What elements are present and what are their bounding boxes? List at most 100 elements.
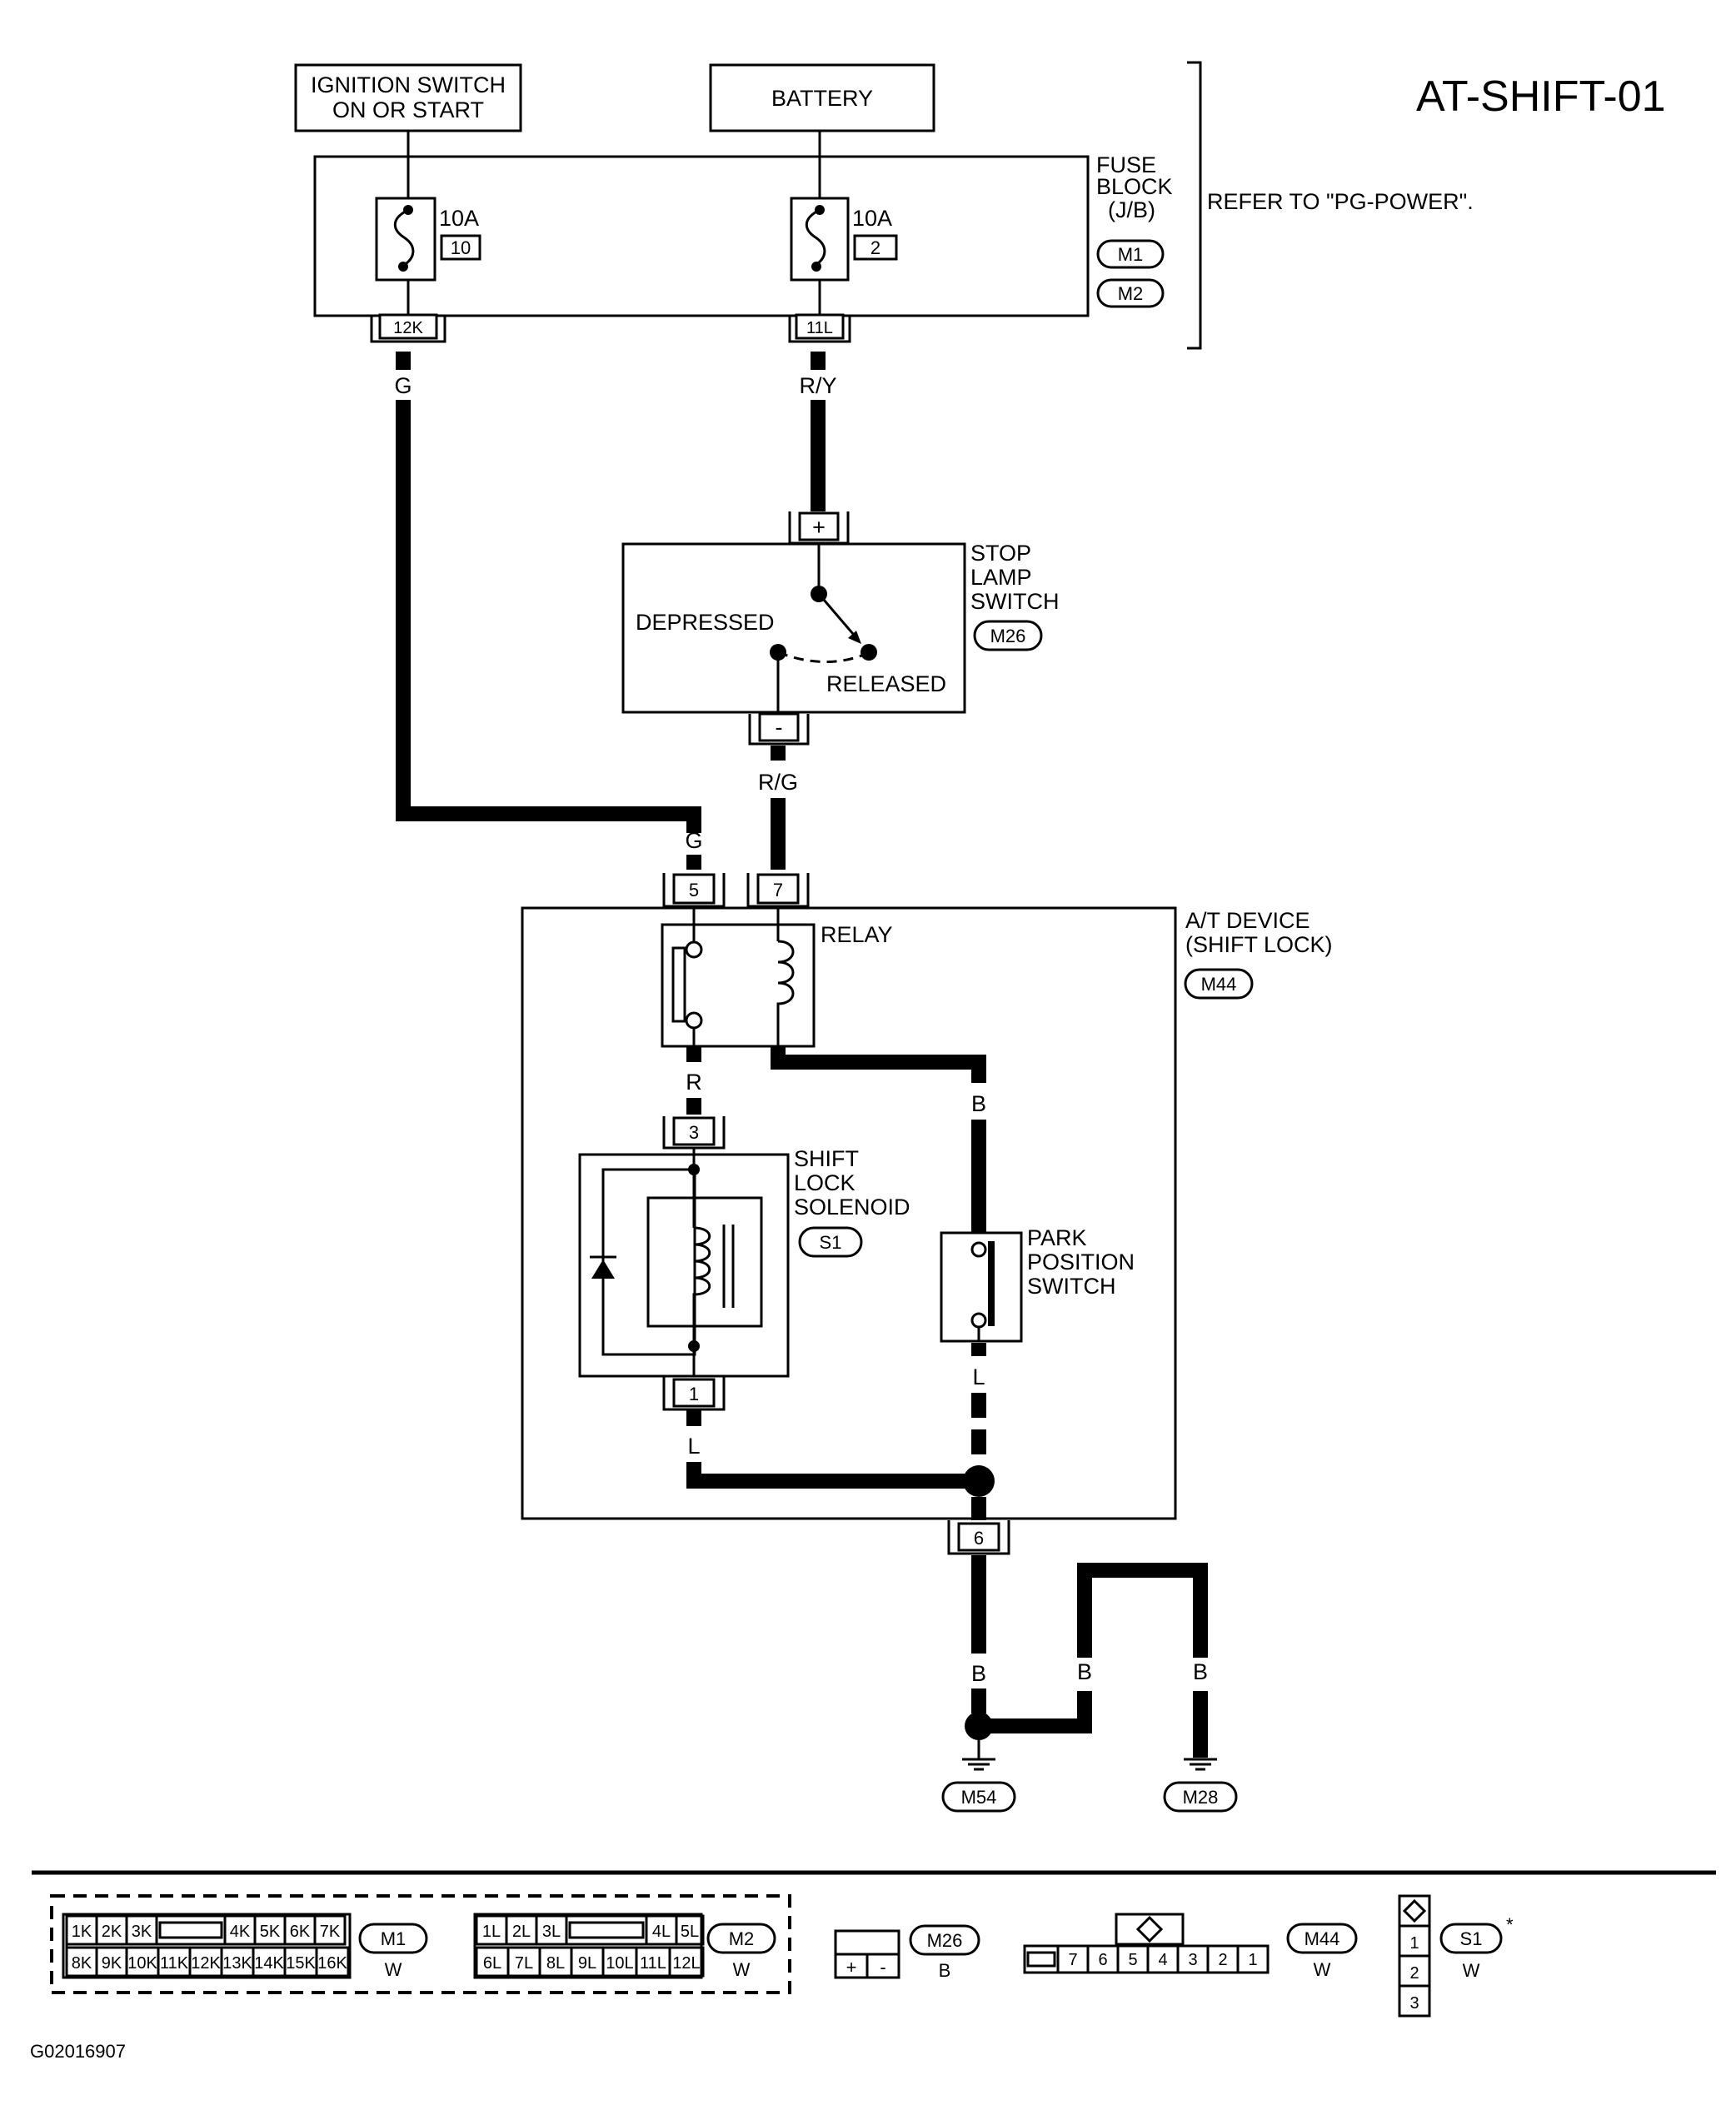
- legend-m2-pin-9L: 9L: [578, 1954, 596, 1973]
- terminal-1: 1: [662, 1376, 726, 1411]
- legend-m1-pin-15K: 15K: [286, 1954, 316, 1973]
- fuse-a-rating: 10A: [439, 206, 479, 231]
- relay: [661, 906, 816, 1048]
- diode-icon: [590, 1255, 616, 1279]
- legend-m1-pin-8K: 8K: [72, 1954, 92, 1973]
- stop-lamp-label-line2: LAMP: [970, 565, 1032, 590]
- depressed-label: DEPRESSED: [636, 610, 775, 635]
- fuse-block-connector-m2: M2: [1118, 283, 1144, 304]
- legend-m2-pin-10L: 10L: [606, 1954, 633, 1973]
- legend-m2-id: M2: [729, 1928, 755, 1949]
- at-device-box: [521, 906, 1177, 1520]
- legend-m44-pin-2: 2: [1218, 1951, 1227, 1969]
- svg-text:3: 3: [689, 1122, 699, 1143]
- svg-text:+: +: [812, 515, 826, 540]
- fuse-b-rating: 10A: [852, 206, 892, 231]
- legend-m1-pin-7K: 7K: [320, 1923, 341, 1941]
- legend-s1-id: S1: [1460, 1928, 1483, 1949]
- legend-m44-pin-7: 7: [1068, 1951, 1077, 1969]
- ignition-switch-box: IGNITION SWITCH ON OR START: [294, 63, 522, 132]
- legend-m1-pin-14K: 14K: [254, 1954, 284, 1973]
- legend-m2-pin-1L: 1L: [482, 1923, 501, 1941]
- wire-label-g2: G: [685, 828, 702, 853]
- fuse-b-number: 2: [870, 237, 880, 258]
- legend-m44-id: M44: [1304, 1928, 1340, 1949]
- legend-m44-color: W: [1314, 1959, 1331, 1980]
- at-device-label-line2: (SHIFT LOCK): [1185, 932, 1333, 957]
- legend-m1-pin-5K: 5K: [260, 1923, 281, 1941]
- legend-m2-pin-blank-blank-slot: [568, 1921, 645, 1939]
- legend-m2-pin-8L: 8L: [546, 1954, 565, 1973]
- legend-m44-pin-4: 4: [1158, 1951, 1167, 1969]
- legend-s1-pin-1: 1: [1409, 1934, 1419, 1953]
- svg-text:7: 7: [773, 880, 783, 900]
- solenoid-label-line3: SOLENOID: [794, 1195, 910, 1220]
- legend-m1-pin-6K: 6K: [290, 1923, 311, 1941]
- wire-b-mid: [979, 1691, 1092, 1733]
- legend-m2-color: W: [733, 1959, 751, 1980]
- terminal-6: 6: [947, 1520, 1010, 1555]
- shift-lock-solenoid: [578, 1148, 790, 1378]
- battery-box: BATTERY: [709, 63, 935, 132]
- figure-id: G02016907: [30, 2041, 126, 2062]
- legend-m1-pin-11K: 11K: [160, 1954, 189, 1973]
- legend-m2-pin-6L: 6L: [483, 1954, 501, 1973]
- wire-l-solenoid: [686, 1462, 979, 1489]
- svg-text:11L: 11L: [806, 319, 833, 337]
- park-switch-label-line3: SWITCH: [1027, 1274, 1115, 1299]
- fuse-a-number: 10: [451, 237, 471, 258]
- svg-text:12K: 12K: [393, 319, 423, 337]
- wire-label-b-right: B: [1193, 1659, 1208, 1684]
- wire-b-relay: [771, 1046, 986, 1083]
- svg-text:5: 5: [689, 880, 699, 900]
- wire-label-b1: B: [971, 1091, 986, 1116]
- terminal-3: 3: [662, 1116, 726, 1150]
- park-switch-label-line2: POSITION: [1027, 1250, 1135, 1274]
- diagram-title: AT-SHIFT-01: [1416, 72, 1666, 121]
- at-device-label-line1: A/T DEVICE: [1185, 908, 1310, 933]
- legend-m2-pin-7L: 7L: [515, 1954, 533, 1973]
- connector-s1-face: 123: [1398, 1894, 1431, 2018]
- wire-g-ignition: [396, 352, 701, 833]
- fuse-block-label-line2: BLOCK: [1096, 174, 1173, 199]
- ground-m54-icon: [962, 1758, 995, 1771]
- ignition-label-line1: IGNITION SWITCH: [311, 72, 506, 97]
- fuse-block-connector-m1: M1: [1118, 244, 1144, 265]
- legend-m26-pin-minus: -: [880, 1957, 885, 1978]
- legend-m44-pin-1: 1: [1248, 1951, 1257, 1969]
- park-switch-label-line1: PARK: [1027, 1225, 1087, 1250]
- legend-s1-pin-2: 2: [1409, 1964, 1419, 1983]
- legend-m1-id: M1: [381, 1928, 407, 1949]
- ground-label-m28: M28: [1183, 1787, 1219, 1808]
- legend-m26-color: B: [939, 1960, 951, 1981]
- legend-m2-pin-3L: 3L: [542, 1923, 561, 1941]
- legend-s1-mark: *: [1506, 1914, 1514, 1935]
- wire-label-l2: L: [972, 1364, 985, 1389]
- relay-label: RELAY: [821, 922, 893, 947]
- fuse-2-icon: [790, 197, 850, 282]
- stop-lamp-label-line1: STOP: [970, 541, 1031, 566]
- legend-dashed-frame: [50, 1894, 791, 1994]
- wire-label-g: G: [394, 373, 412, 398]
- terminal-12k: 12K: [370, 313, 446, 343]
- legend-m1-pin-3K: 3K: [132, 1923, 152, 1941]
- wire-label-ry: R/Y: [799, 373, 836, 398]
- legend-m1-pin-13K: 13K: [222, 1954, 252, 1973]
- legend-m44-pin-3: 3: [1188, 1951, 1197, 1969]
- legend-m2-pin-4L: 4L: [652, 1923, 671, 1941]
- legend-m2-pin-12L: 12L: [672, 1954, 700, 1973]
- terminal-7: 7: [746, 873, 810, 908]
- legend-m44-pin-6: 6: [1098, 1951, 1107, 1969]
- ignition-label-line2: ON OR START: [332, 97, 484, 122]
- battery-label: BATTERY: [771, 86, 873, 111]
- refer-text: REFER TO "PG-POWER".: [1207, 189, 1474, 214]
- fuse-10-icon: [375, 197, 436, 282]
- legend-m1-pin-10K: 10K: [127, 1954, 157, 1973]
- wire-label-b-main: B: [971, 1661, 986, 1686]
- stop-lamp-connector-m26: M26: [990, 626, 1026, 646]
- legend-s1-color: W: [1463, 1960, 1480, 1981]
- relay-coil-icon: [776, 940, 795, 1046]
- legend-m2-pin-2L: 2L: [512, 1923, 531, 1941]
